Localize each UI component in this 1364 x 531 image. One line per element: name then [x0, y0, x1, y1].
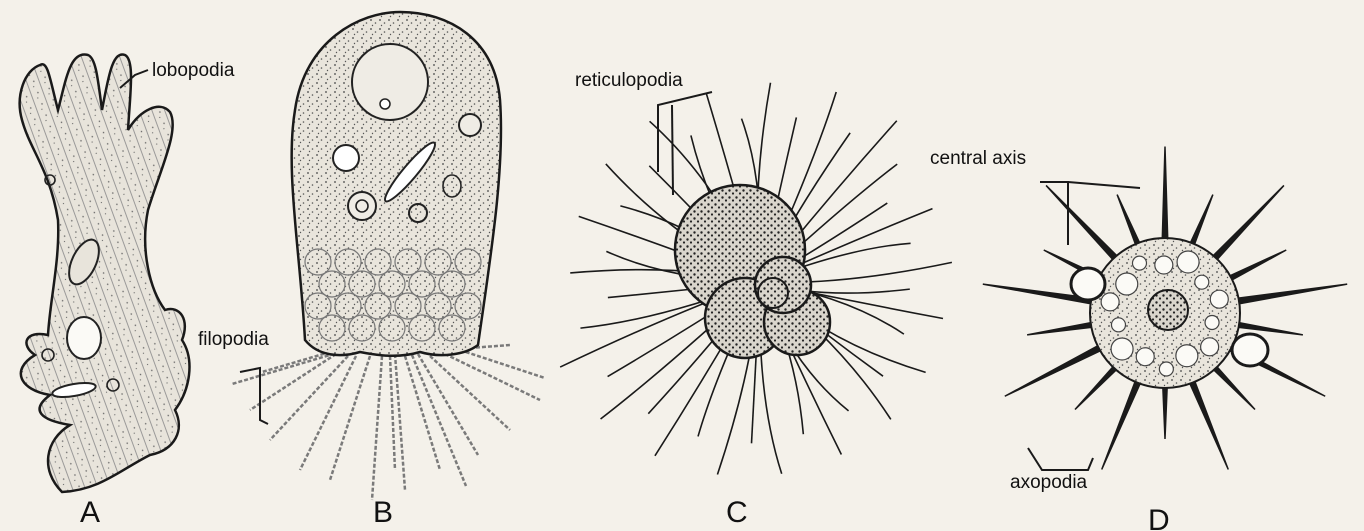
central-nucleus [1148, 290, 1188, 330]
label-filopodia: filopodia [198, 329, 269, 350]
vacuole [1159, 362, 1173, 376]
contractile-vacuole [1071, 268, 1105, 300]
panel-letter-a: A [80, 496, 100, 529]
vacuole [1210, 290, 1228, 308]
vacuole [1132, 256, 1146, 270]
vacuole [1177, 251, 1199, 273]
vacuole [1205, 316, 1219, 330]
vacuole [1111, 318, 1125, 332]
reticulopodia-pointer [658, 92, 712, 172]
label-reticulopodia: reticulopodia [575, 70, 683, 91]
filopodium [445, 354, 540, 400]
nucleus [352, 44, 428, 120]
panel-letter-d: D [1148, 504, 1170, 531]
label-axopodia: axopodia [1010, 472, 1088, 493]
filopodium [232, 352, 340, 384]
vacuole [333, 145, 359, 171]
vacuole [459, 114, 481, 136]
vacuole [1111, 338, 1133, 360]
amoeba-contractile-vacuole [67, 317, 101, 359]
panel-a: lobopodia A [20, 54, 235, 529]
filopodium [390, 356, 395, 470]
central-axis-pointer [1068, 182, 1140, 188]
amoeba-body [20, 54, 190, 492]
filopodia-pointer [240, 368, 268, 424]
filopodium [262, 352, 330, 372]
label-lobopodia: lobopodia [152, 60, 235, 81]
contractile-vacuole [1232, 334, 1268, 366]
panel-d: central axis axopodia D [930, 147, 1347, 531]
reticulopodia-pointer [672, 105, 673, 195]
test-chamber-small [758, 278, 788, 308]
vacuole [1155, 256, 1173, 274]
nucleolus [380, 99, 390, 109]
vacuole [1116, 273, 1138, 295]
filopodium [460, 350, 545, 378]
label-central-axis: central axis [930, 148, 1026, 169]
panel-c: reticulopodia C [560, 70, 952, 529]
vacuole [1101, 293, 1119, 311]
vacuole [1195, 275, 1209, 289]
vacuole [1136, 348, 1154, 366]
axopodia-pointer [1028, 448, 1093, 470]
central-axis-pointer [1040, 182, 1068, 245]
vacuole [1176, 345, 1198, 367]
panel-b: filopodia B [198, 12, 545, 529]
filopodium [395, 354, 405, 490]
filopodia-strands [232, 345, 545, 500]
food-vacuole [348, 192, 376, 220]
panel-letter-b: B [373, 496, 393, 529]
filopodium [372, 356, 382, 500]
panel-letter-c: C [726, 496, 748, 529]
vacuole [1201, 338, 1219, 356]
filopodium [330, 356, 370, 480]
